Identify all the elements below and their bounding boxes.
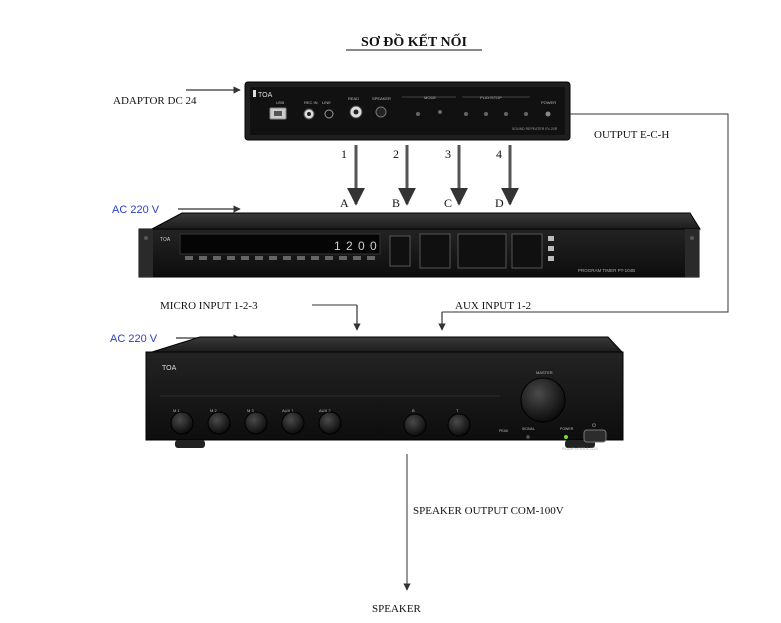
repeater-label-playstop: PLAY/STOP [480,95,502,100]
speaker-vol-knob [375,106,387,118]
timer-key-2 [548,246,554,251]
repeater-label-recin: REC IN [304,100,318,105]
signal-led [526,435,530,439]
mode-led-1 [416,112,420,116]
play-led-1 [464,112,468,116]
amp-indicator-power: POWER [560,427,574,431]
knob-treble [447,413,471,437]
arrow-number-2: 2 [393,147,399,161]
signal-arrows: 1 2 3 4 A B C D [340,145,519,210]
output-ech-label: OUTPUT E-C-H [594,129,669,141]
timer-clock-display: 1 2 0 0 [334,239,378,253]
micro-input-label: MICRO INPUT 1-2-3 [160,300,258,312]
amp-knob-label-m2: M 2 [210,408,217,413]
speaker-label: SPEAKER [372,603,422,615]
timer-brand: TOA [160,237,171,243]
pa-amplifier-device: TOA M 1 M 2 M 3 AUX 1 AUX 2 B T MASTER P… [145,336,624,451]
timer-output-block [511,233,543,269]
repeater-label-speaker: SPEAKER [372,96,391,101]
timer-key-3 [548,256,554,261]
repeater-label-read: READ [348,96,359,101]
play-led-2 [484,112,488,116]
timer-mode-block [457,233,507,269]
knob-aux2 [318,411,342,435]
repeater-label-line: LINE [322,100,331,105]
play-led-4 [524,112,528,116]
repeater-model: SOUND REPEATER EV-20R [512,127,558,131]
timer-model: PROGRAM TIMER PT-104B [578,268,635,273]
timer-memory-block [419,233,451,269]
diagram-title: SƠ ĐỒ KẾT NỐI [361,32,467,50]
amp-master-label: MASTER [536,370,553,375]
timer-key-1 [548,236,554,241]
power-led-green [564,435,568,439]
arrow-number-1: 1 [341,147,347,161]
repeater-label-mode: MODE [424,95,436,100]
arrow-letter-b: B [392,196,400,210]
line-switch [324,109,334,119]
arrow-letter-d: D [495,196,504,210]
arrow-letter-c: C [444,196,452,210]
power-led [545,111,551,117]
speaker-output-label: SPEAKER OUTPUT COM-100V [413,505,564,517]
amp-knob-label-aux1: AUX 1 [282,408,294,413]
knob-bass [403,413,427,437]
mode-led-2 [438,110,442,114]
amp-brand: TOA [162,365,177,372]
amp-model: PA AMPLIFIER A-2120 [562,447,598,451]
amp-knob-label-m3: M 3 [247,408,254,413]
amp-knob-label-treble: T [456,408,459,413]
adaptor-label: ADAPTOR DC 24 [113,95,197,107]
amp-foot-left [175,440,205,448]
repeater-label-power: POWER [541,100,556,105]
amp-knob-label-m1: M 1 [173,408,180,413]
arrow-number-4: 4 [496,147,502,161]
knob-m3 [244,411,268,435]
amp-indicator-signal: SIGNAL [522,427,535,431]
timer-set-block [389,235,411,267]
arrow-number-3: 3 [445,147,451,161]
amp-indicator-peak: PEAK [499,429,509,433]
ac-label-amplifier: AC 220 V [110,333,158,345]
sound-repeater-device: TOA USB REC IN LINE READ SPEAKER MODE PL… [244,81,571,141]
arrow-letter-a: A [340,196,349,210]
amp-knob-label-aux2: AUX 2 [319,408,331,413]
ac-label-timer: AC 220 V [112,204,160,216]
master-volume-knob [520,377,566,423]
play-led-3 [504,112,508,116]
knob-aux1 [281,411,305,435]
program-timer-device: TOA 1 2 0 0 PROGRAM TIMER PT-104B [138,212,701,278]
repeater-brand: TOA [258,92,273,99]
amp-knob-label-bass: B [412,408,415,413]
repeater-label-usb: USB [276,100,285,105]
timer-display-panel [179,233,381,255]
knob-m1 [170,411,194,435]
toa-logo-icon [253,90,256,97]
aux-input-label: AUX INPUT 1-2 [455,300,531,312]
power-switch [583,429,607,443]
knob-m2 [207,411,231,435]
power-symbol-icon: ⏻ [592,423,596,429]
output-ech-wire [442,113,729,313]
